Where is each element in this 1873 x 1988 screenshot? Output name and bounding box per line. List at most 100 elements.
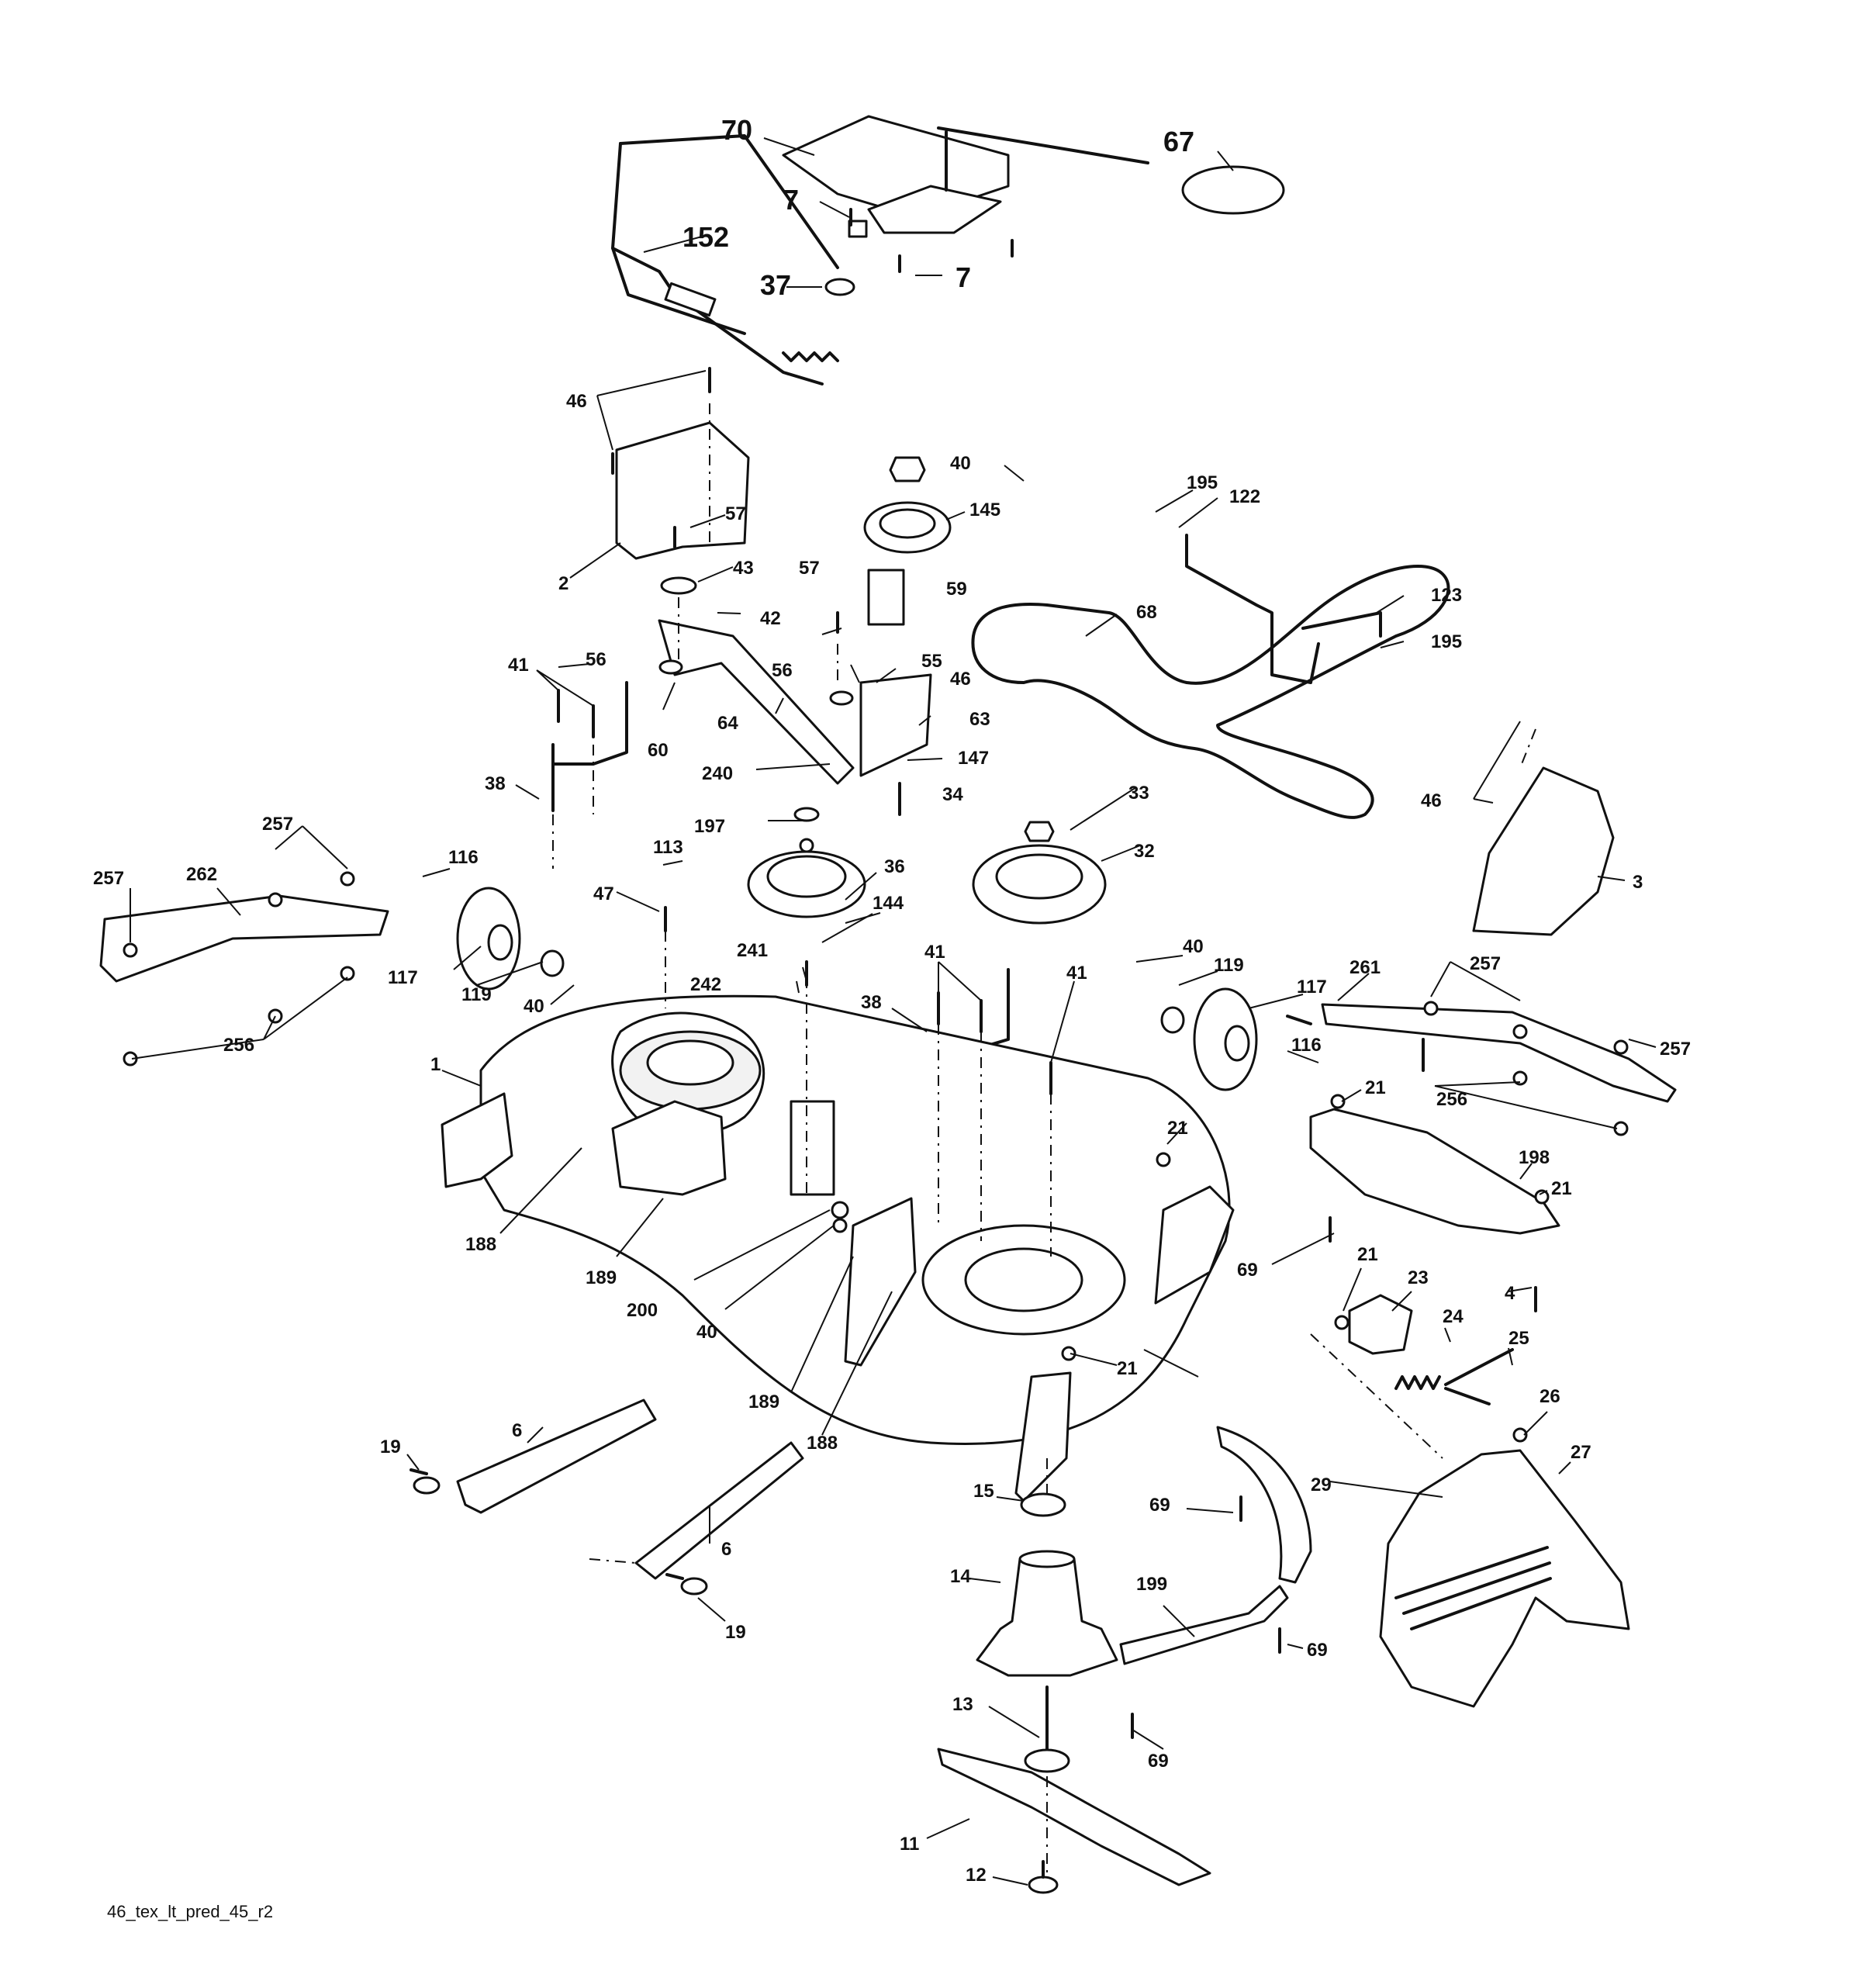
callout-56-b: 56 (772, 660, 793, 681)
lift-knob (1181, 165, 1285, 215)
callout-40-d: 40 (696, 1322, 717, 1343)
lift-link-38-left (551, 681, 628, 812)
callout-3: 3 (1633, 872, 1643, 893)
callout-145: 145 (969, 500, 1000, 520)
drive-pulley-32 (972, 821, 1107, 925)
belt-cover-right (1472, 766, 1615, 936)
deck-belt-68 (971, 565, 1450, 819)
fasteners (123, 367, 1629, 1739)
callout-200: 200 (627, 1300, 658, 1321)
callout-2: 2 (558, 573, 568, 594)
drawing-reference: 46_tex_lt_pred_45_r2 (107, 1902, 273, 1921)
callout-6-b: 6 (721, 1539, 731, 1560)
leader-lines (130, 137, 1657, 1886)
spindle-shaft-13 (1024, 1685, 1070, 1773)
callout-21-a: 21 (1365, 1077, 1386, 1098)
callout-257-d: 257 (1660, 1039, 1691, 1060)
stabilizer-bar-6-left (413, 1399, 657, 1514)
callout-188-a: 188 (465, 1234, 496, 1255)
callout-256-a: 256 (223, 1035, 254, 1056)
callout-27: 27 (1571, 1442, 1591, 1463)
callout-198: 198 (1519, 1147, 1550, 1168)
baffle-198 (1309, 1108, 1560, 1235)
callout-119-a: 119 (461, 984, 492, 1005)
callout-37: 37 (760, 269, 791, 301)
callout-144: 144 (873, 893, 904, 914)
spring-25 (1394, 1348, 1514, 1405)
callout-12: 12 (966, 1865, 987, 1886)
callout-69-d: 69 (1148, 1751, 1169, 1772)
callout-63: 63 (969, 709, 990, 730)
belt-keeper-123 (1185, 534, 1382, 684)
discharge-chute-27 (1379, 1449, 1630, 1708)
callout-147: 147 (958, 748, 989, 769)
callout-6-a: 6 (512, 1420, 522, 1441)
callout-117-a: 117 (388, 967, 418, 988)
gage-wheel-right-117 (1160, 987, 1258, 1091)
rear-bracket-261 (1321, 1003, 1677, 1103)
callout-116-a: 116 (448, 847, 479, 868)
gage-wheel-left-117 (456, 887, 565, 991)
callout-117-b: 117 (1297, 977, 1327, 997)
callout-29: 29 (1311, 1475, 1332, 1495)
callout-55: 55 (921, 651, 942, 672)
callout-7-b: 7 (956, 261, 971, 293)
idler-pulley-36 (747, 807, 866, 918)
callout-189-b: 189 (748, 1392, 779, 1412)
callout-23: 23 (1408, 1267, 1429, 1288)
callout-32: 32 (1134, 841, 1155, 862)
callout-4: 4 (1505, 1283, 1515, 1304)
lift-bracket-nut (848, 220, 868, 238)
callout-46-a: 46 (566, 391, 587, 412)
callout-57-b: 57 (799, 558, 820, 579)
callout-69-b: 69 (1149, 1495, 1170, 1516)
callout-7-a: 7 (783, 184, 799, 216)
callout-42: 42 (760, 608, 781, 629)
callout-123: 123 (1431, 585, 1462, 606)
callout-57-a: 57 (725, 503, 746, 524)
callout-261: 261 (1349, 957, 1381, 978)
stabilizer-bar-6-right (634, 1441, 804, 1596)
callout-40-c: 40 (1183, 936, 1204, 957)
callout-21-e: 21 (1117, 1358, 1138, 1379)
callout-119-b: 119 (1214, 955, 1244, 976)
callout-59: 59 (946, 579, 967, 600)
callout-38-b: 38 (861, 992, 882, 1013)
chute-bracket-23 (1348, 1294, 1413, 1355)
callout-36: 36 (884, 856, 905, 877)
callout-70: 70 (721, 114, 752, 146)
callout-11: 11 (900, 1834, 919, 1855)
callout-19-b: 19 (725, 1622, 746, 1643)
callout-25: 25 (1508, 1328, 1529, 1349)
belt-cover-left (615, 421, 750, 560)
callout-116-b: 116 (1291, 1035, 1322, 1056)
callout-13: 13 (952, 1694, 973, 1715)
callout-199: 199 (1136, 1574, 1167, 1595)
callout-195-b: 195 (1431, 631, 1462, 652)
front-bracket-262 (99, 894, 389, 983)
washer-37 (824, 278, 855, 296)
idler-pulley-145 (863, 456, 952, 554)
callout-41-c: 41 (1066, 963, 1087, 984)
callout-152: 152 (683, 221, 729, 253)
guard-199 (1119, 1426, 1312, 1665)
callout-241: 241 (737, 940, 768, 961)
callout-34: 34 (942, 784, 963, 805)
callout-188-b: 188 (807, 1433, 838, 1454)
callout-195-a: 195 (1187, 472, 1218, 493)
callout-46-c: 46 (1421, 790, 1442, 811)
callout-69-c: 69 (1307, 1640, 1328, 1661)
blade-bolt-12 (1028, 1860, 1059, 1894)
blade-11 (937, 1748, 1211, 1886)
callout-113: 113 (653, 837, 683, 858)
callout-256-b: 256 (1436, 1089, 1467, 1110)
callout-257-b: 257 (93, 868, 124, 889)
callout-33: 33 (1128, 783, 1149, 804)
callout-41-b: 41 (924, 942, 945, 963)
callout-60: 60 (648, 740, 669, 761)
callout-69-a: 69 (1237, 1260, 1258, 1281)
callout-15: 15 (973, 1481, 994, 1502)
callout-43: 43 (733, 558, 754, 579)
callout-40-b: 40 (524, 996, 544, 1017)
